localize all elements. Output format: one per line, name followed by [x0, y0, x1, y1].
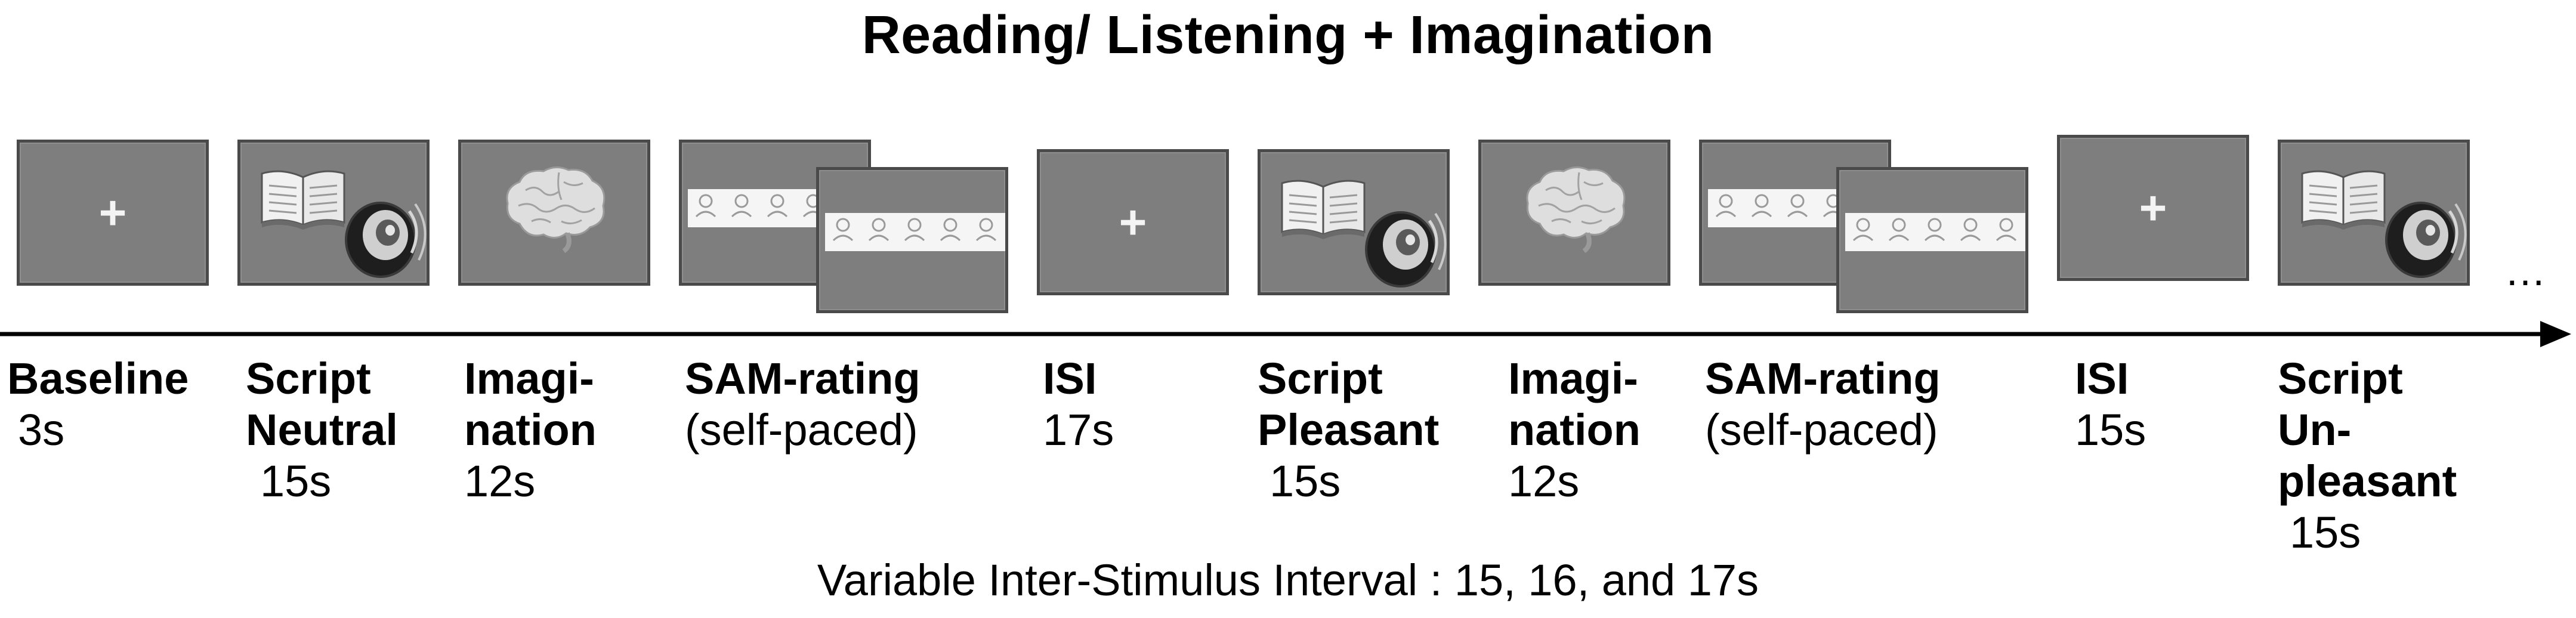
label-subline: (self-paced) — [685, 405, 918, 455]
screen-script-unpleasant — [2278, 140, 2470, 286]
label-duration: 12s — [464, 456, 536, 506]
sam-scale-icon — [1845, 213, 2025, 251]
fixation-cross: + — [98, 186, 127, 239]
label-line: Neutral — [246, 405, 398, 455]
label-isi: ISI 17s — [1043, 353, 1114, 456]
label-subline: (self-paced) — [1705, 405, 1938, 455]
label-line: Pleasant — [1258, 405, 1440, 455]
label-line: Script — [246, 354, 371, 403]
label-script-neutral: Script Neutral 15s — [246, 353, 398, 507]
label-duration: 15s — [2290, 508, 2361, 557]
label-script-unpleasant: Script Un- pleasant 15s — [2278, 353, 2457, 558]
label-line: Imagi- — [1508, 354, 1638, 403]
sam-scale-icon — [825, 213, 1005, 251]
label-isi-2: ISI 15s — [2075, 353, 2146, 456]
label-duration: 17s — [1043, 405, 1114, 455]
screen-imagination — [458, 140, 650, 286]
label-line: Script — [1258, 354, 1383, 403]
label-script-pleasant: Script Pleasant 15s — [1258, 353, 1439, 507]
speaker-icon — [1365, 211, 1447, 288]
screen-isi: + — [1037, 149, 1229, 295]
label-duration: 15s — [1270, 456, 1341, 506]
screen-sam-front-2 — [1836, 167, 2028, 313]
label-line: ISI — [2075, 354, 2129, 403]
label-line: nation — [464, 405, 597, 455]
speaker-icon — [2385, 202, 2467, 278]
arrowhead-icon — [2540, 321, 2571, 347]
label-duration: 15s — [2075, 405, 2146, 455]
label-line: ISI — [1043, 354, 1097, 403]
label-imagination-2: Imagi- nation 12s — [1508, 353, 1641, 507]
screen-isi-2: + — [2057, 135, 2249, 281]
screen-sam-front — [816, 167, 1008, 313]
label-duration: 3s — [18, 405, 65, 455]
label-line: nation — [1508, 405, 1641, 455]
screen-script-pleasant — [1258, 149, 1450, 295]
label-line: Baseline — [7, 354, 189, 403]
label-line: Script — [2278, 354, 2403, 403]
book-icon — [261, 170, 345, 230]
label-duration: 15s — [260, 456, 332, 506]
book-icon — [1281, 180, 1366, 239]
brain-icon — [1526, 166, 1626, 254]
book-icon — [2301, 170, 2386, 230]
screen-imagination-2 — [1478, 140, 1670, 286]
ellipsis: … — [2504, 248, 2546, 294]
label-sam-rating-2: SAM-rating (self-paced) — [1705, 353, 1941, 456]
label-line: Imagi- — [464, 354, 594, 403]
label-duration: 12s — [1508, 456, 1580, 506]
brain-icon — [506, 166, 606, 254]
label-baseline: Baseline 3s — [7, 353, 189, 456]
screen-script-neutral — [237, 140, 430, 286]
fixation-cross: + — [1119, 195, 1147, 249]
label-imagination: Imagi- nation 12s — [464, 353, 597, 507]
isi-caption: Variable Inter-Stimulus Interval : 15, 1… — [817, 555, 1759, 605]
label-line: Un- — [2278, 405, 2352, 455]
fixation-cross: + — [2139, 181, 2167, 234]
screen-baseline: + — [17, 140, 209, 286]
label-line: SAM-rating — [1705, 354, 1941, 403]
label-line: pleasant — [2278, 456, 2457, 506]
diagram-title: Reading/ Listening + Imagination — [861, 5, 1715, 65]
label-sam-rating: SAM-rating (self-paced) — [685, 353, 921, 456]
label-line: SAM-rating — [685, 354, 921, 403]
speaker-icon — [345, 202, 427, 278]
